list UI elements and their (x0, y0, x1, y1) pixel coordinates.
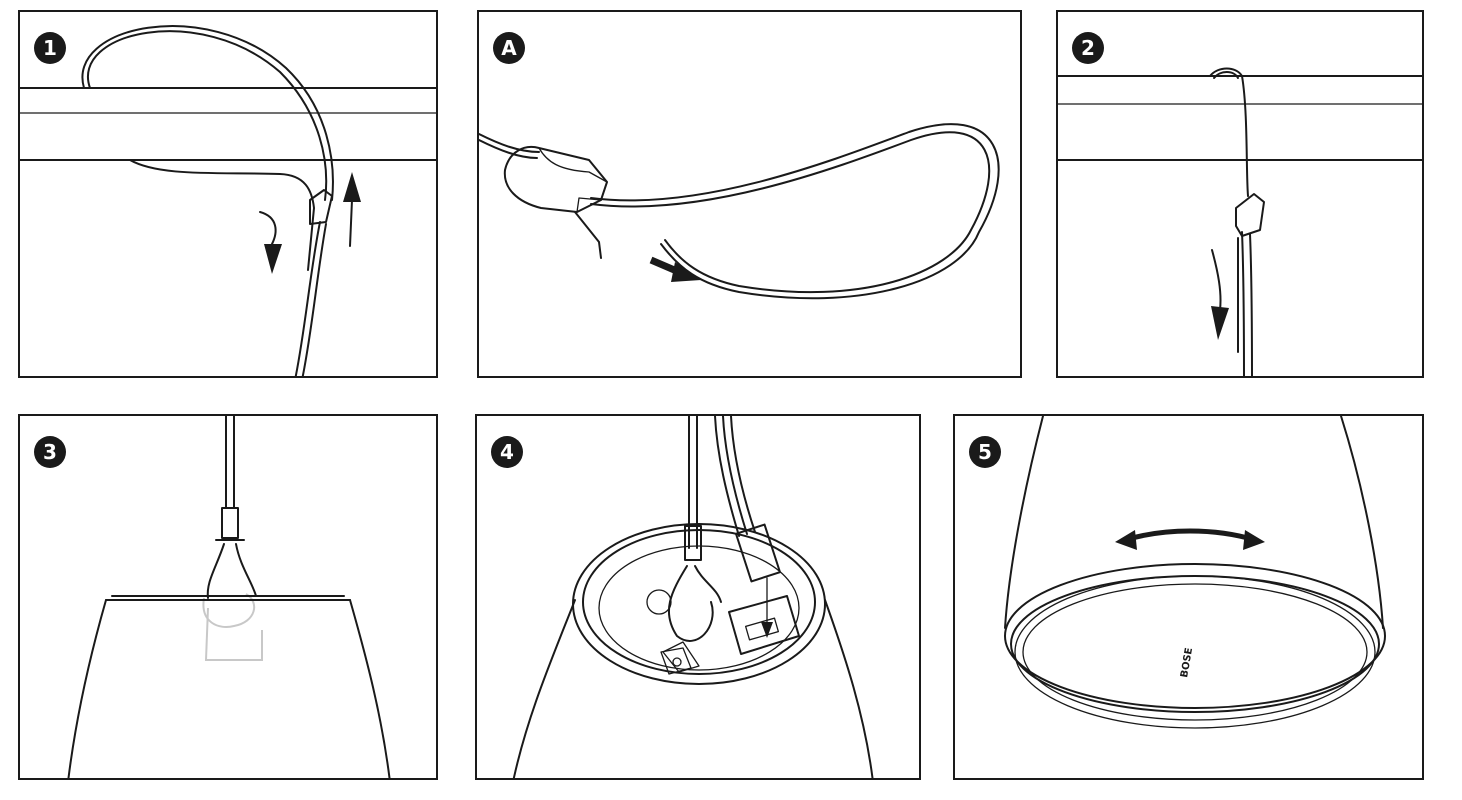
beam (1058, 75, 1422, 161)
step-5-badge: 5 (969, 436, 1001, 468)
cable (479, 123, 1000, 300)
rotate-arrow (1115, 528, 1265, 550)
step-2-badge: 2 (1072, 32, 1104, 64)
pull-arrow (649, 256, 701, 282)
step-3-badge: 3 (34, 436, 66, 468)
mount-screw (646, 589, 692, 675)
step-a-illustration (479, 123, 1000, 300)
speaker-hook (202, 543, 263, 661)
bose-logo: BOSE (1179, 647, 1195, 679)
step-2-panel: 2 (1056, 10, 1424, 378)
step-1-panel: 1 (18, 10, 438, 378)
speaker-body (67, 595, 391, 778)
beam (20, 87, 436, 161)
up-arrow (343, 172, 361, 247)
step-a-panel: A (477, 10, 1022, 378)
step-1-illustration (20, 25, 436, 376)
step-3-illustration (67, 416, 391, 778)
step-a-badge: A (493, 32, 525, 64)
speaker-body (1004, 416, 1386, 729)
step-2-illustration (1058, 67, 1422, 376)
step-4-panel: 4 (475, 414, 921, 780)
step-4-badge: 4 (491, 436, 523, 468)
down-arrow (259, 211, 282, 274)
cable-gripper (309, 189, 333, 225)
suspension-cable (215, 416, 245, 541)
speaker-cable (714, 416, 781, 638)
step-5-illustration: BOSE (1004, 416, 1386, 729)
suspension-cable (81, 25, 334, 376)
step-5-panel: 5 BOSE (953, 414, 1424, 780)
suspension-cable (662, 416, 722, 673)
down-arrow (1211, 249, 1229, 340)
connector-socket (728, 595, 800, 655)
step-4-illustration (512, 416, 874, 778)
cable-gripper (1235, 193, 1265, 237)
step-3-panel: 3 (18, 414, 438, 780)
bose-logo-text: BOSE (1179, 647, 1195, 679)
suspension-cable (1209, 67, 1253, 376)
speaker-top (512, 523, 874, 778)
step-1-badge: 1 (34, 32, 66, 64)
